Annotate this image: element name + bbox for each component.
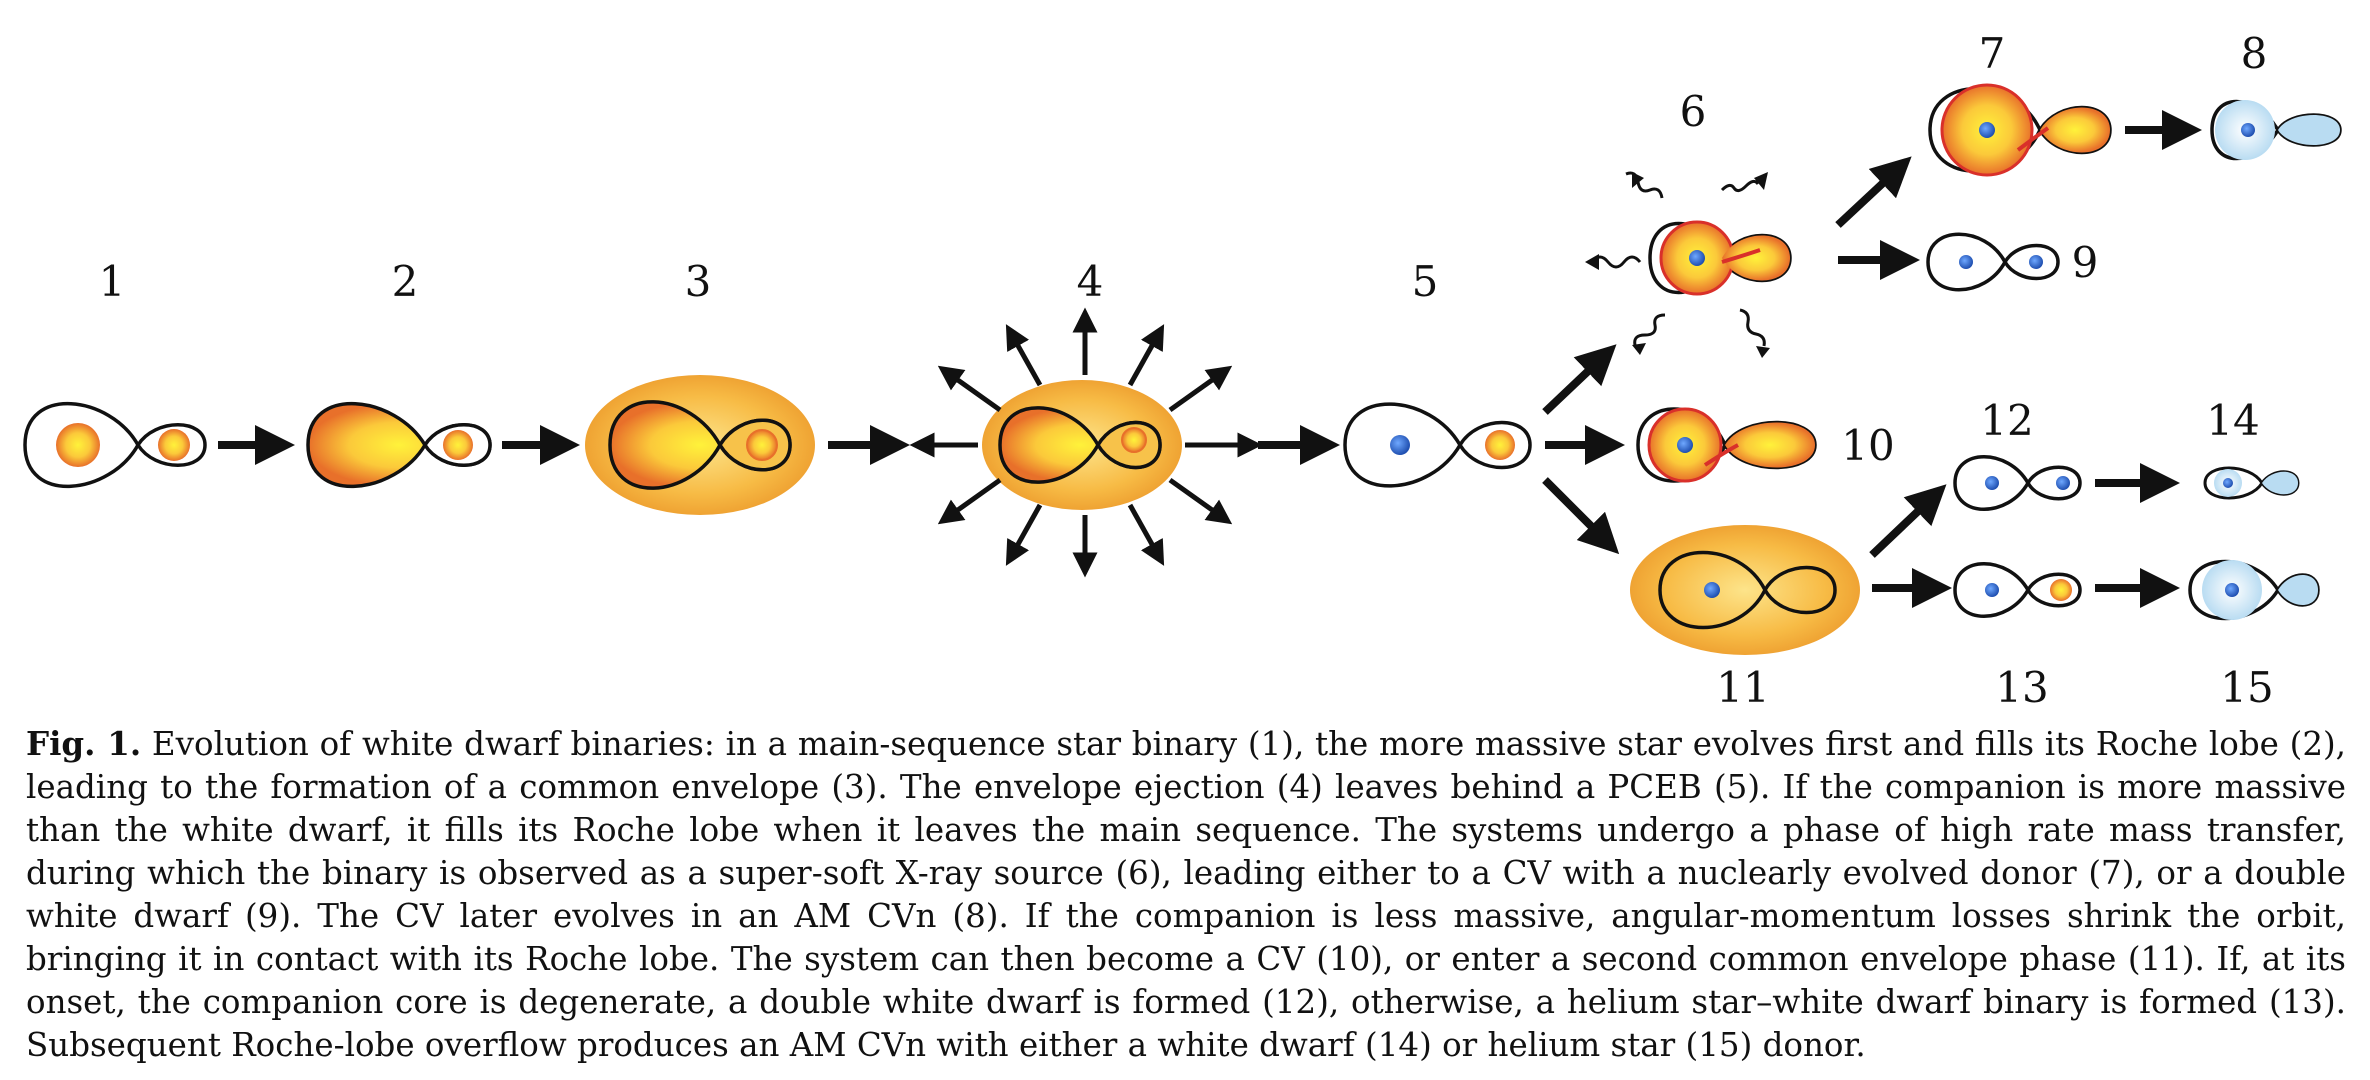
stage-label-13: 13	[1995, 663, 2048, 712]
stage-13-helium-star-wd-binary	[1953, 562, 2082, 618]
stage-9-double-white-dwarf	[1926, 232, 2060, 292]
stage-5-pceb	[1343, 402, 1532, 488]
stage-6-supersoft-xray-source	[1585, 171, 1792, 358]
stage-14-am-cvn-wd-donor	[2203, 466, 2300, 500]
stage-15-am-cvn-helium-donor	[2188, 559, 2320, 621]
figure-caption: Fig. 1. Evolution of white dwarf binarie…	[26, 722, 2346, 1067]
stage-label-4: 4	[1077, 257, 1104, 306]
stage-label-12: 12	[1980, 396, 2033, 445]
stage-label-10: 10	[1841, 421, 1894, 470]
figure-illustration: 1 2 3 4 5 6 7 8 9 10 11 12 13 14 15	[23, 29, 2342, 712]
stage-1-binary	[23, 401, 207, 489]
evolution-arrows	[218, 110, 2202, 608]
stage-8-am-cvn	[2210, 99, 2342, 161]
stage-label-15: 15	[2220, 663, 2273, 712]
figure-caption-text: Evolution of white dwarf binaries: in a …	[26, 725, 2347, 1064]
stage-11-second-common-envelope	[1630, 525, 1860, 655]
stage-label-11: 11	[1716, 663, 1769, 712]
stage-2-binary	[306, 401, 492, 489]
stage-label-3: 3	[685, 257, 712, 306]
stage-label-2: 2	[392, 257, 419, 306]
stage-7-cv-evolved-donor	[1928, 83, 2112, 177]
stage-label-5: 5	[1412, 257, 1439, 306]
stage-label-6: 6	[1680, 87, 1707, 136]
stage-10-cv	[1636, 407, 1817, 483]
stage-label-8: 8	[2241, 29, 2268, 78]
stage-label-9: 9	[2072, 238, 2099, 287]
stage-label-1: 1	[99, 257, 126, 306]
stage-label-14: 14	[2206, 396, 2259, 445]
figure-label: Fig. 1.	[26, 724, 142, 763]
stage-12-double-white-dwarf	[1953, 455, 2082, 511]
stage-4-envelope-ejection	[909, 307, 1263, 578]
stage-label-7: 7	[1979, 29, 2006, 78]
stage-3-common-envelope	[585, 375, 815, 515]
